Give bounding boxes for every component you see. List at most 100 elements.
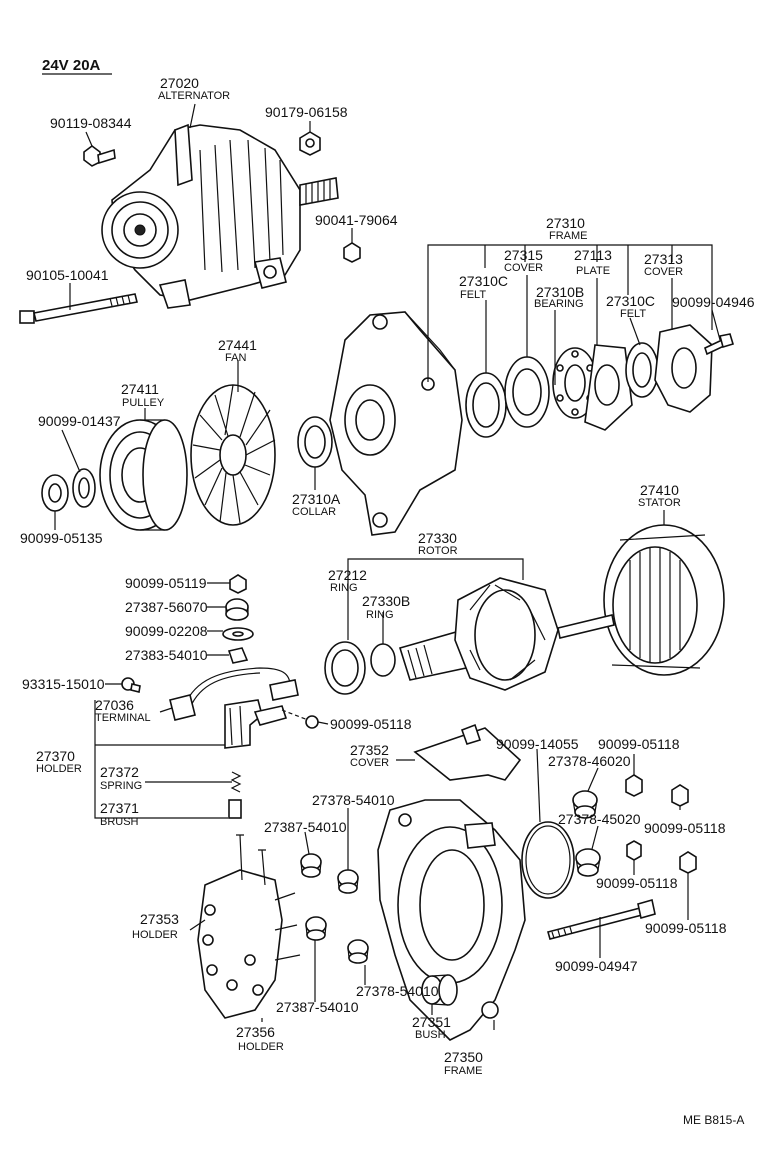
part-number-90119-08344: 90119-08344: [50, 115, 132, 131]
part-name-spring: SPRING: [100, 780, 142, 792]
ring-27330b-drawing: [370, 643, 396, 677]
insulator-27378-45020-drawing: [575, 848, 601, 877]
diagram-title: 24V 20A: [42, 57, 101, 74]
insulator-27378-54010-b-drawing: [347, 939, 369, 964]
part-name-collar: COLLAR: [292, 506, 336, 518]
part-number-27036: 27036: [95, 697, 134, 713]
part-number-90099-04946: 90099-04946: [672, 294, 755, 310]
part-number-27378-45020: 27378-45020: [558, 811, 641, 827]
part-number-27313: 27313: [644, 251, 683, 267]
stator-27410-drawing: [603, 524, 725, 676]
leader-lines: [54, 103, 721, 1030]
washer-90099-02208-drawing: [222, 627, 254, 641]
plate-27113-drawing: [584, 344, 633, 431]
part-number-27330: 27330: [418, 530, 457, 546]
part-name-cover-27315: COVER: [504, 262, 543, 274]
part-name-cover-27313: COVER: [644, 266, 683, 278]
part-name-holder-27356: HOLDER: [238, 1041, 284, 1053]
bolt-90099-04947-drawing: [547, 898, 656, 940]
part-number-27315: 27315: [504, 247, 543, 263]
nut-90099-05118-d-drawing: [626, 840, 642, 861]
part-number-90041-79064: 90041-79064: [315, 212, 398, 228]
part-number-90099-05119: 90099-05119: [125, 575, 207, 591]
part-number-27378-54010-a: 27378-54010: [312, 792, 395, 808]
cover-27352-drawing: [413, 723, 522, 781]
part-name-cover-27352: COVER: [350, 757, 389, 769]
terminal-27036-drawing: [169, 667, 299, 721]
part-number-90179-06158: 90179-06158: [265, 104, 348, 120]
part-name-terminal: TERMINAL: [95, 712, 151, 724]
part-number-27371: 27371: [100, 800, 139, 816]
bolt-90119-08344-drawing: [83, 145, 116, 167]
insulator-27387-56070-drawing: [225, 598, 249, 621]
part-number-27350: 27350: [444, 1049, 483, 1065]
part-name-ring-27212: RING: [330, 582, 358, 594]
part-number-90099-05118-d: 90099-05118: [596, 875, 678, 891]
felt-27310c-a-drawing: [465, 372, 507, 438]
collar-27310a-drawing: [297, 416, 333, 468]
part-number-27378-54010-b: 27378-54010: [356, 983, 439, 999]
part-number-90099-05118-e: 90099-05118: [645, 920, 727, 936]
part-number-27353: 27353: [140, 911, 179, 927]
part-number-27310b: 27310B: [536, 284, 584, 300]
part-name-holder-27353: HOLDER: [132, 929, 178, 941]
nut-90099-05119-drawing: [229, 574, 247, 594]
part-number-27383-54010: 27383-54010: [125, 647, 208, 663]
bolt-90099-04946-drawing: [704, 333, 734, 356]
oring-90099-14055-drawing: [521, 821, 575, 899]
part-number-27212: 27212: [328, 567, 367, 583]
diagram-code: ME B815-A: [683, 1113, 744, 1127]
frame-27310-drawing: [329, 311, 463, 536]
part-name-felt-a: FELT: [460, 289, 486, 301]
part-name-frame-27350: FRAME: [444, 1065, 483, 1077]
bush-27351-drawing: [421, 974, 458, 1006]
part-name-pulley: PULLEY: [122, 397, 165, 409]
insulator-27378-54010-a-drawing: [337, 869, 359, 894]
brush-27371-drawing: [228, 799, 242, 819]
ring-27212-drawing: [324, 641, 366, 695]
part-number-27441: 27441: [218, 337, 257, 353]
part-number-90099-14055: 90099-14055: [496, 736, 579, 752]
cover-27313-drawing: [654, 324, 713, 413]
part-name-fan: FAN: [225, 352, 246, 364]
part-number-27020: 27020: [160, 75, 199, 91]
felt-27310c-b-drawing: [625, 342, 659, 398]
part-name-brush: BRUSH: [100, 816, 139, 828]
part-number-27356: 27356: [236, 1024, 275, 1040]
nut-90099-05118-e-drawing: [679, 851, 697, 874]
nut-90179-06158-drawing: [299, 131, 321, 156]
rear-frame-27350-drawing: [377, 799, 526, 1041]
rotor-27330-drawing: [398, 577, 615, 691]
part-name-rotor: ROTOR: [418, 545, 458, 557]
part-number-27387-56070: 27387-56070: [125, 599, 208, 615]
part-number-27372: 27372: [100, 764, 139, 780]
washer-90099-01437-drawing: [72, 468, 96, 508]
part-number-27310c-b: 27310C: [606, 293, 655, 309]
plate-27383-54010-drawing: [227, 647, 249, 664]
pulley-27411-drawing: [99, 419, 188, 531]
screw-90099-05118-a-drawing: [281, 709, 319, 729]
part-number-27310c-a: 27310C: [459, 273, 508, 289]
part-number-90099-05118-c: 90099-05118: [644, 820, 726, 836]
part-number-90105-10041: 90105-10041: [26, 267, 109, 283]
part-number-27351: 27351: [412, 1014, 451, 1030]
part-number-27310a: 27310A: [292, 491, 341, 507]
part-name-ring-27330b: RING: [366, 609, 394, 621]
part-number-27410: 27410: [640, 482, 679, 498]
part-name-stator: STATOR: [638, 497, 681, 509]
part-number-90099-05118-a: 90099-05118: [330, 716, 412, 732]
part-number-27330b: 27330B: [362, 593, 410, 609]
nut-90041-79064-drawing: [343, 242, 361, 263]
part-number-93315-15010: 93315-15010: [22, 676, 105, 692]
part-number-27113: 27113: [574, 247, 612, 263]
part-number-27387-54010-a: 27387-54010: [264, 819, 347, 835]
part-number-90099-05135: 90099-05135: [20, 530, 103, 546]
part-number-90099-05118-b: 90099-05118: [598, 736, 680, 752]
nut-90099-05118-c-drawing: [671, 784, 689, 807]
part-number-27411: 27411: [121, 381, 159, 397]
bolt-90105-10041-drawing: [19, 293, 138, 324]
cover-27315-drawing: [504, 356, 550, 428]
part-number-90099-01437: 90099-01437: [38, 413, 121, 429]
part-number-27387-54010-b: 27387-54010: [276, 999, 359, 1015]
